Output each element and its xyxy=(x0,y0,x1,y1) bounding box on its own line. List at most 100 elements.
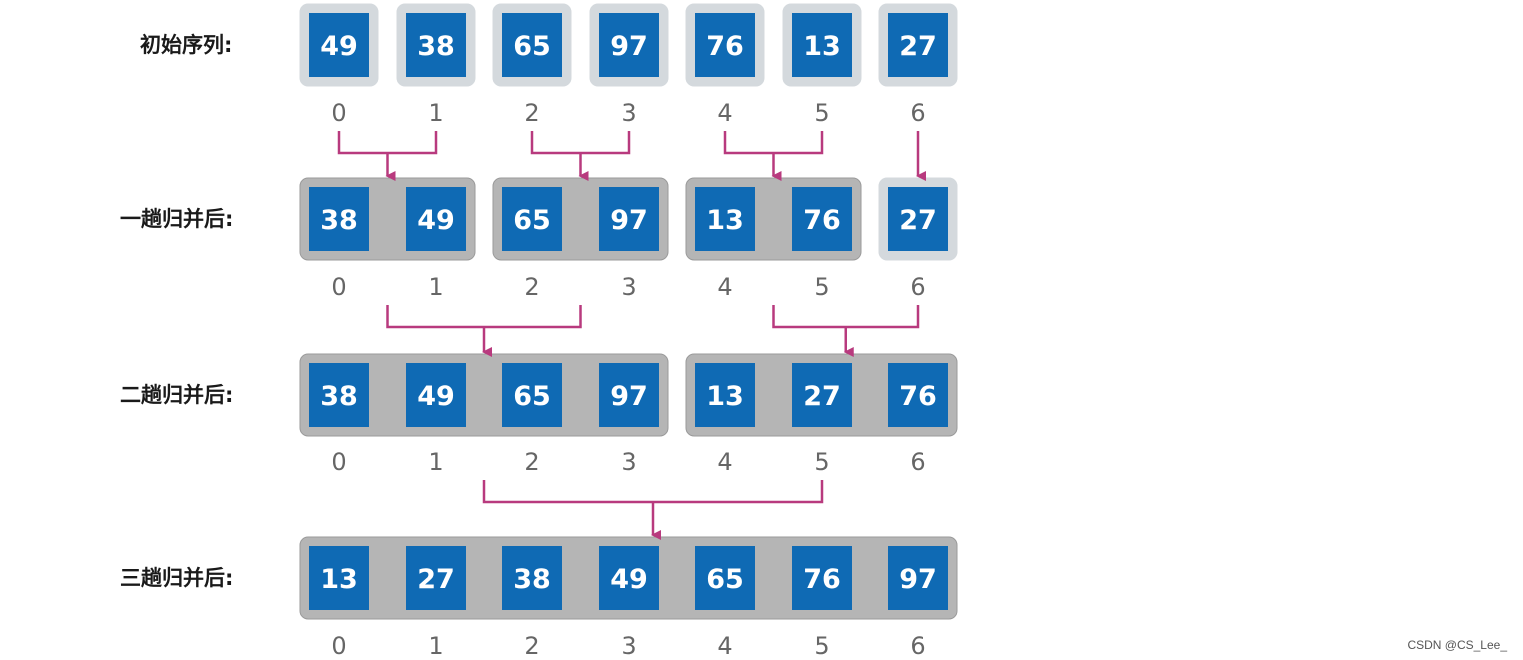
cell-value: 38 xyxy=(513,564,551,595)
array-cell xyxy=(309,187,369,251)
index-label: 2 xyxy=(524,273,539,301)
index-label: 4 xyxy=(717,273,732,301)
cell-value: 49 xyxy=(320,31,358,62)
index-label: 0 xyxy=(331,448,346,476)
cell-value: 76 xyxy=(706,31,744,62)
cell-value: 27 xyxy=(899,31,937,62)
index-label: 6 xyxy=(910,448,925,476)
index-label: 4 xyxy=(717,448,732,476)
cell-value: 65 xyxy=(706,564,744,595)
array-cell xyxy=(406,363,466,427)
array-cell xyxy=(599,187,659,251)
cell-value: 49 xyxy=(417,381,455,412)
array-cell xyxy=(888,546,948,610)
array-cell xyxy=(502,546,562,610)
row-label: 二趟归并后: xyxy=(120,383,233,407)
array-cell xyxy=(599,363,659,427)
cell-value: 49 xyxy=(417,205,455,236)
array-cell xyxy=(309,546,369,610)
cell-value: 97 xyxy=(610,31,648,62)
index-label: 1 xyxy=(428,99,443,127)
array-cell xyxy=(502,187,562,251)
index-label: 2 xyxy=(524,632,539,660)
array-cell xyxy=(792,546,852,610)
array-cell xyxy=(792,13,852,77)
index-label: 3 xyxy=(621,448,636,476)
index-label: 6 xyxy=(910,273,925,301)
cell-value: 27 xyxy=(417,564,455,595)
merge-row-3: 三趟归并后: 13 27 38 49 65 76 97 0 1 2 3 4 5 6 xyxy=(120,536,958,660)
merge-row-1: 一趟归并后: 38 49 65 97 13 76 27 0 1 2 3 4 5 6 xyxy=(120,177,958,301)
index-label: 5 xyxy=(814,448,829,476)
cell-value: 76 xyxy=(803,205,841,236)
index-label: 2 xyxy=(524,448,539,476)
array-cell xyxy=(502,13,562,77)
cell-value: 97 xyxy=(610,381,648,412)
row-label: 三趟归并后: xyxy=(120,566,233,590)
cell-value: 27 xyxy=(803,381,841,412)
cell-value: 97 xyxy=(610,205,648,236)
merge-row-0: 初始序列: 49 38 65 97 76 13 27 0 1 2 3 4 5 6 xyxy=(140,3,958,127)
array-cell xyxy=(792,363,852,427)
array-cell xyxy=(599,13,659,77)
cell-value: 38 xyxy=(320,381,358,412)
index-label: 0 xyxy=(331,273,346,301)
array-cell xyxy=(309,363,369,427)
cell-value: 13 xyxy=(706,205,744,236)
cell-value: 13 xyxy=(320,564,358,595)
merge-arrow xyxy=(772,305,920,357)
row-label: 一趟归并后: xyxy=(120,207,233,231)
index-label: 4 xyxy=(717,99,732,127)
index-label: 5 xyxy=(814,99,829,127)
cell-value: 49 xyxy=(610,564,648,595)
array-cell xyxy=(406,546,466,610)
index-label: 0 xyxy=(331,632,346,660)
cell-value: 97 xyxy=(899,564,937,595)
array-cell xyxy=(695,13,755,77)
array-cell xyxy=(406,187,466,251)
array-cell xyxy=(309,13,369,77)
cell-value: 76 xyxy=(803,564,841,595)
index-label: 1 xyxy=(428,448,443,476)
index-label: 3 xyxy=(621,99,636,127)
merge-arrow xyxy=(337,131,438,181)
array-cell xyxy=(695,363,755,427)
array-cell xyxy=(695,546,755,610)
array-cell xyxy=(792,187,852,251)
array-cell xyxy=(599,546,659,610)
index-label: 2 xyxy=(524,99,539,127)
array-cell xyxy=(406,13,466,77)
index-label: 4 xyxy=(717,632,732,660)
index-label: 1 xyxy=(428,632,443,660)
array-cell xyxy=(502,363,562,427)
cell-value: 76 xyxy=(899,381,937,412)
index-label: 0 xyxy=(331,99,346,127)
index-label: 1 xyxy=(428,273,443,301)
cell-value: 27 xyxy=(899,205,937,236)
cell-value: 13 xyxy=(803,31,841,62)
cell-value: 65 xyxy=(513,205,551,236)
array-cell xyxy=(695,187,755,251)
cell-value: 13 xyxy=(706,381,744,412)
cell-value: 38 xyxy=(417,31,455,62)
index-label: 5 xyxy=(814,632,829,660)
row-label: 初始序列: xyxy=(140,33,232,57)
index-label: 3 xyxy=(621,273,636,301)
index-label: 6 xyxy=(910,99,925,127)
cell-value: 65 xyxy=(513,31,551,62)
array-cell xyxy=(888,13,948,77)
merge-arrow xyxy=(482,480,824,540)
cell-value: 38 xyxy=(320,205,358,236)
merge-arrow xyxy=(386,305,582,357)
index-label: 3 xyxy=(621,632,636,660)
footer-credit: CSDN @CS_Lee_ xyxy=(1407,638,1507,652)
merge-arrow xyxy=(723,131,824,181)
array-cell xyxy=(888,187,948,251)
array-cell xyxy=(888,363,948,427)
index-label: 5 xyxy=(814,273,829,301)
merge-arrow xyxy=(530,131,631,181)
index-label: 6 xyxy=(910,632,925,660)
